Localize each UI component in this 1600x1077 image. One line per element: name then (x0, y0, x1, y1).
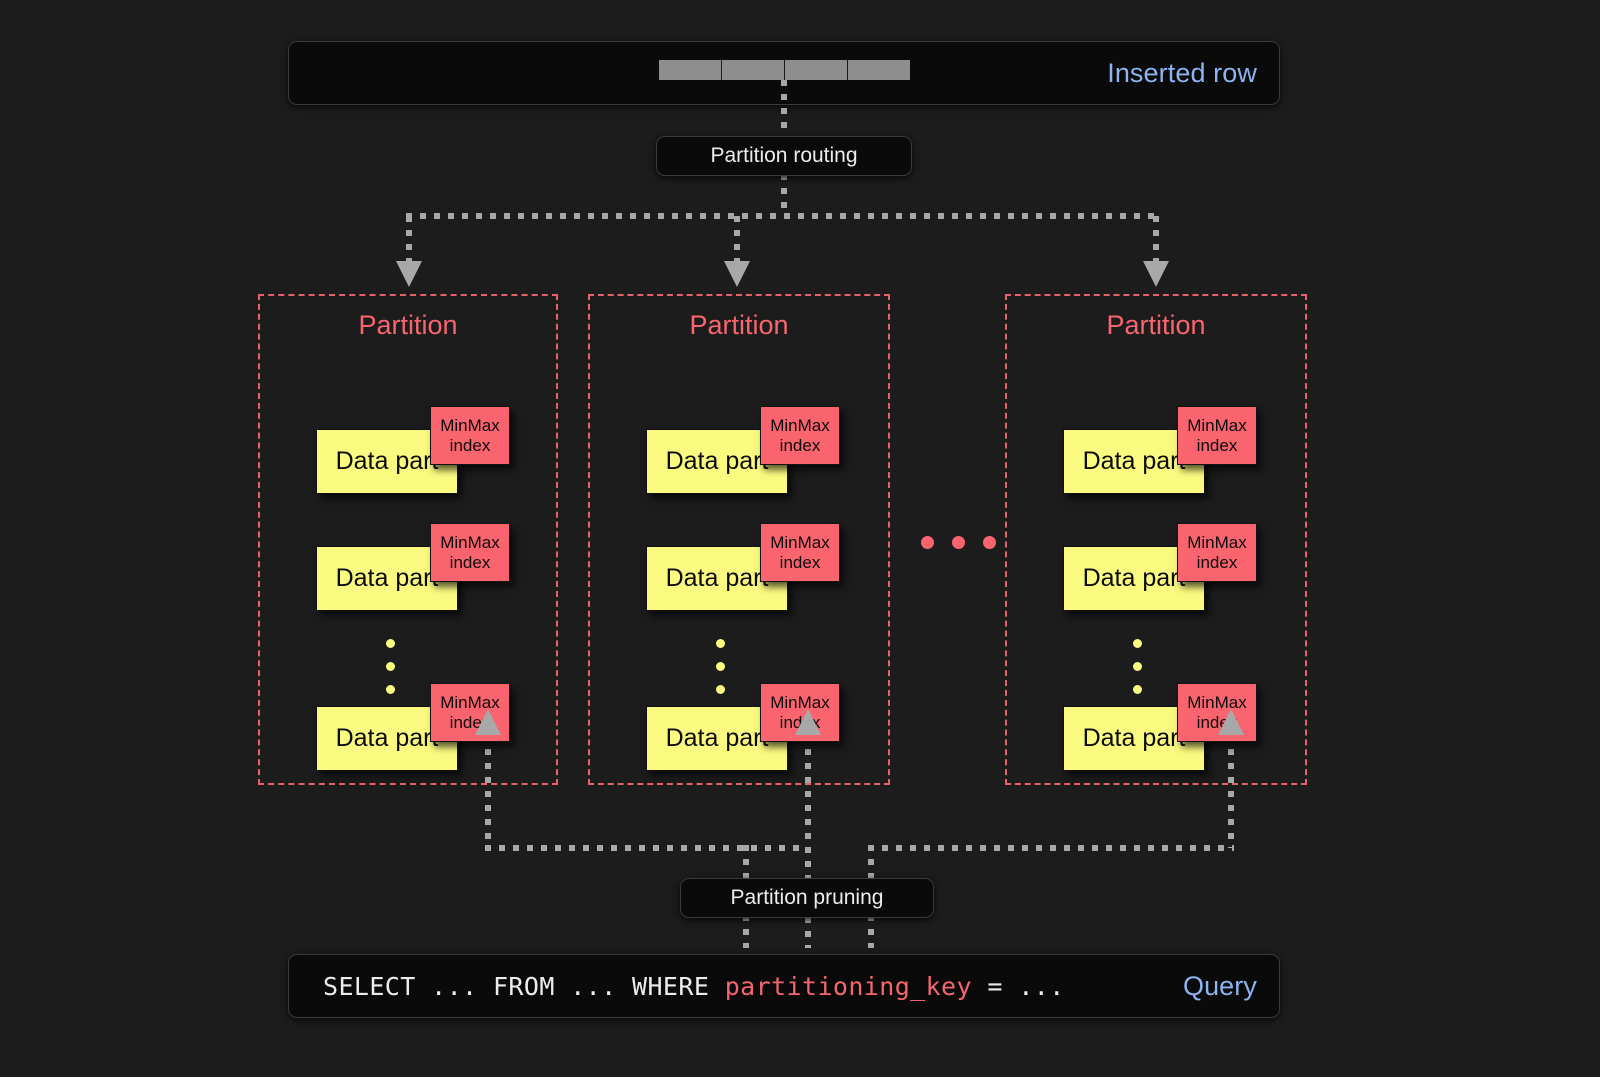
minmax-index-box: MinMax index (430, 523, 510, 582)
inserted-row-label: Inserted row (1107, 57, 1257, 88)
row-cell (659, 60, 722, 80)
partition-box-1: Partition MinMax index Data part MinMax … (588, 294, 890, 785)
connector-pruning-rail-left (485, 845, 807, 851)
connector-partition-1-to-pruning (805, 735, 811, 948)
arrow-down-icon (724, 261, 750, 287)
connector-routing-bus (406, 213, 1158, 219)
row-cell (785, 60, 848, 80)
partition-box-2: Partition MinMax index Data part MinMax … (1005, 294, 1307, 785)
connector-bus-to-partition-0 (406, 216, 412, 264)
arrow-down-icon (396, 261, 422, 287)
connector-partition-2-to-pruning (1228, 735, 1234, 848)
arrow-up-icon (1218, 709, 1244, 735)
row-cell (848, 60, 910, 80)
partition-title: Partition (1106, 310, 1206, 340)
partition-ellipsis (921, 536, 996, 549)
query-keyword: partitioning_key (724, 971, 972, 1001)
connector-insert-to-routing (781, 80, 787, 142)
query-label: Query (1182, 970, 1257, 1001)
partition-routing-box[interactable]: Partition routing (656, 136, 912, 176)
data-part-ellipsis (1133, 639, 1143, 708)
inserted-row-cells (659, 60, 910, 80)
connector-bus-to-partition-1 (734, 216, 740, 264)
partition-box-0: Partition MinMax index Data part MinMax … (258, 294, 558, 785)
data-part-ellipsis (716, 639, 726, 708)
minmax-index-box: MinMax index (430, 406, 510, 465)
minmax-index-box: MinMax index (760, 523, 840, 582)
arrow-up-icon (475, 709, 501, 735)
partition-pruning-box[interactable]: Partition pruning (680, 878, 934, 918)
row-cell (722, 60, 785, 80)
arrow-down-icon (1143, 261, 1169, 287)
query-suffix: = ... (971, 971, 1065, 1001)
query-prefix: SELECT ... FROM ... WHERE (323, 971, 725, 1001)
minmax-index-box: MinMax index (1177, 406, 1257, 465)
partition-title: Partition (358, 310, 458, 340)
data-part-ellipsis (386, 639, 396, 708)
query-text: SELECT ... FROM ... WHERE partitioning_k… (323, 972, 1065, 1001)
connector-partition-0-to-pruning (485, 735, 491, 848)
partition-title: Partition (689, 310, 789, 340)
minmax-index-box: MinMax index (1177, 523, 1257, 582)
minmax-index-box: MinMax index (1177, 683, 1257, 742)
arrow-up-icon (795, 709, 821, 735)
minmax-index-box: MinMax index (760, 406, 840, 465)
query-bar: SELECT ... FROM ... WHERE partitioning_k… (288, 954, 1280, 1018)
connector-routing-to-bus (781, 174, 787, 216)
connector-bus-to-partition-2 (1153, 216, 1159, 264)
connector-pruning-rail-right (868, 845, 1234, 851)
inserted-row-bar: Inserted row (288, 41, 1280, 105)
